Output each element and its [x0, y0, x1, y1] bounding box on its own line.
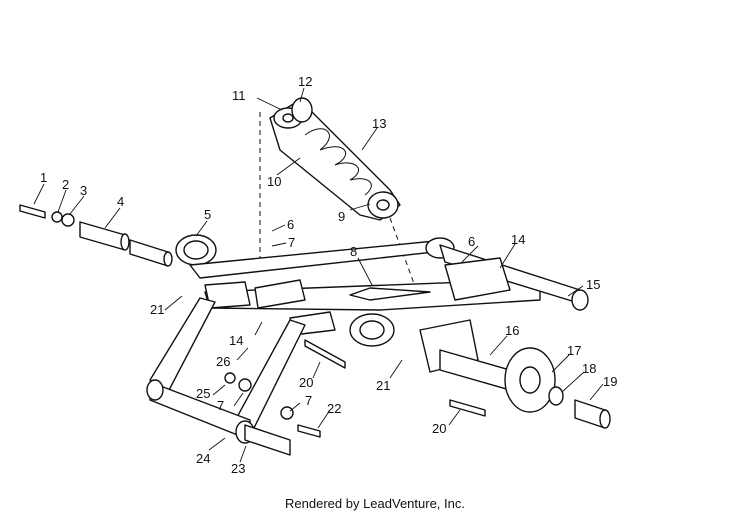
- callout-24: 24: [196, 451, 210, 466]
- front-arms: [146, 297, 486, 456]
- callout-5: 5: [204, 207, 211, 222]
- callout-20b: 20: [299, 375, 313, 390]
- callout-13: 13: [372, 116, 386, 131]
- callout-9: 9: [338, 209, 345, 224]
- callout-21: 21: [150, 302, 164, 317]
- callout-7c: 7: [305, 393, 312, 408]
- callout-14b: 14: [229, 333, 243, 348]
- callout-10: 10: [267, 174, 281, 189]
- callout-3: 3: [80, 183, 87, 198]
- callout-7b: 7: [217, 398, 224, 413]
- callout-2: 2: [62, 177, 69, 192]
- callout-7: 7: [288, 235, 295, 250]
- callout-23: 23: [231, 461, 245, 476]
- suspension-frame: [175, 234, 589, 373]
- callout-18: 18: [582, 361, 596, 376]
- callout-19: 19: [603, 374, 617, 389]
- callout-6b: 6: [468, 234, 475, 249]
- callout-8: 8: [350, 244, 357, 259]
- callout-21b: 21: [376, 378, 390, 393]
- callout-4: 4: [117, 194, 124, 209]
- footer-credit: Rendered by LeadVenture, Inc.: [285, 496, 465, 511]
- callout-14: 14: [511, 232, 525, 247]
- idler-wheel-assembly: [439, 347, 611, 429]
- callout-labels: 1 2 3 4 5 6 7 8 9 10 11 12 13 14 15 16 1…: [40, 74, 617, 476]
- callout-22: 22: [327, 401, 341, 416]
- shock-absorber: [259, 97, 421, 301]
- callout-6: 6: [287, 217, 294, 232]
- callout-17: 17: [567, 343, 581, 358]
- callout-15: 15: [586, 277, 600, 292]
- callout-11: 11: [232, 88, 246, 103]
- callout-20: 20: [432, 421, 446, 436]
- callout-12: 12: [298, 74, 312, 89]
- callout-1: 1: [40, 170, 47, 185]
- callout-25: 25: [196, 386, 210, 401]
- leader-lines: [33, 87, 604, 463]
- callout-16: 16: [505, 323, 519, 338]
- callout-26: 26: [216, 354, 230, 369]
- front-axle-parts: [19, 204, 173, 267]
